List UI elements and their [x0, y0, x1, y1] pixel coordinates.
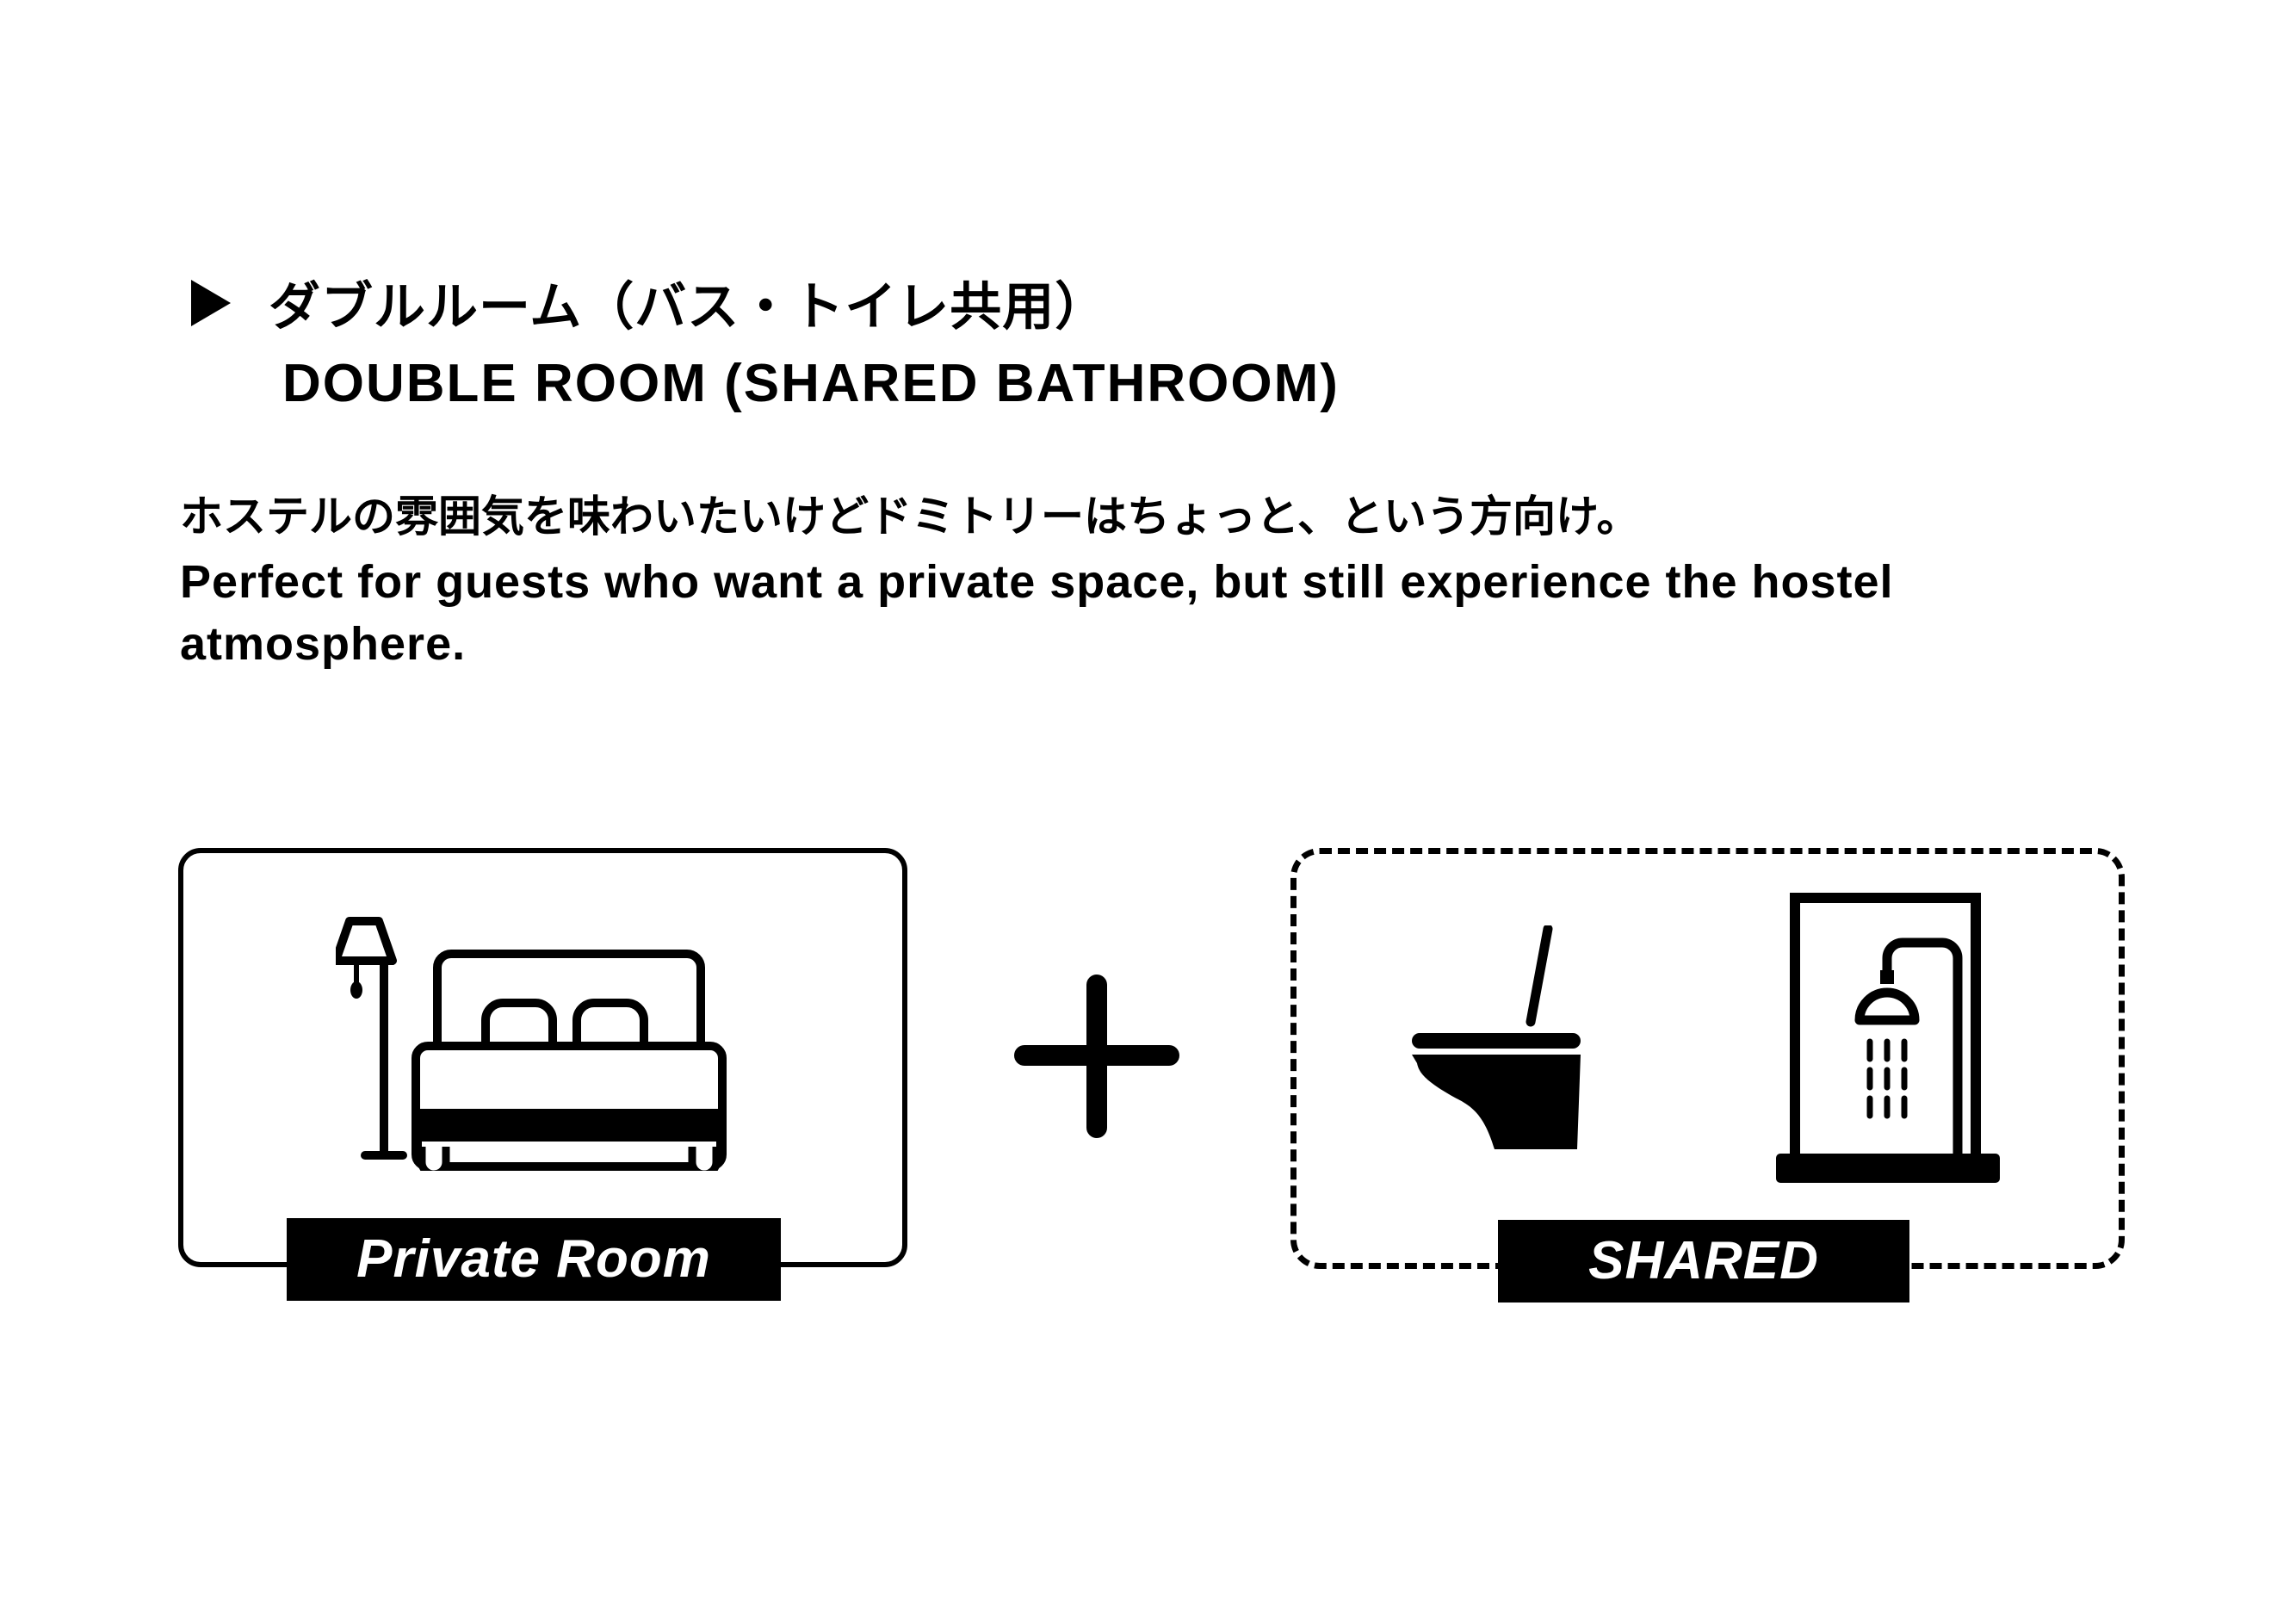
description-en: Perfect for guests who want a private sp…: [180, 556, 1894, 670]
double-bed-icon: [412, 950, 727, 1171]
shower-icon: [1776, 893, 2000, 1183]
shared-label: SHARED: [1498, 1220, 1909, 1303]
description-jp: ホステルの雰囲気を味わいたいけどドミトリーはちょっと、という方向け。: [180, 492, 1640, 541]
private-room-label: Private Room: [287, 1218, 781, 1301]
toilet-icon: [1412, 925, 1581, 1149]
page-title-jp: ダブルルーム（バス・トイレ共用）: [269, 277, 1108, 337]
plus-icon-vertical: [1086, 975, 1107, 1138]
page-title-en: DOUBLE ROOM (SHARED BATHROOM): [282, 354, 1340, 413]
triangle-right-icon: [191, 280, 231, 326]
floor-lamp-icon: [336, 917, 407, 1160]
